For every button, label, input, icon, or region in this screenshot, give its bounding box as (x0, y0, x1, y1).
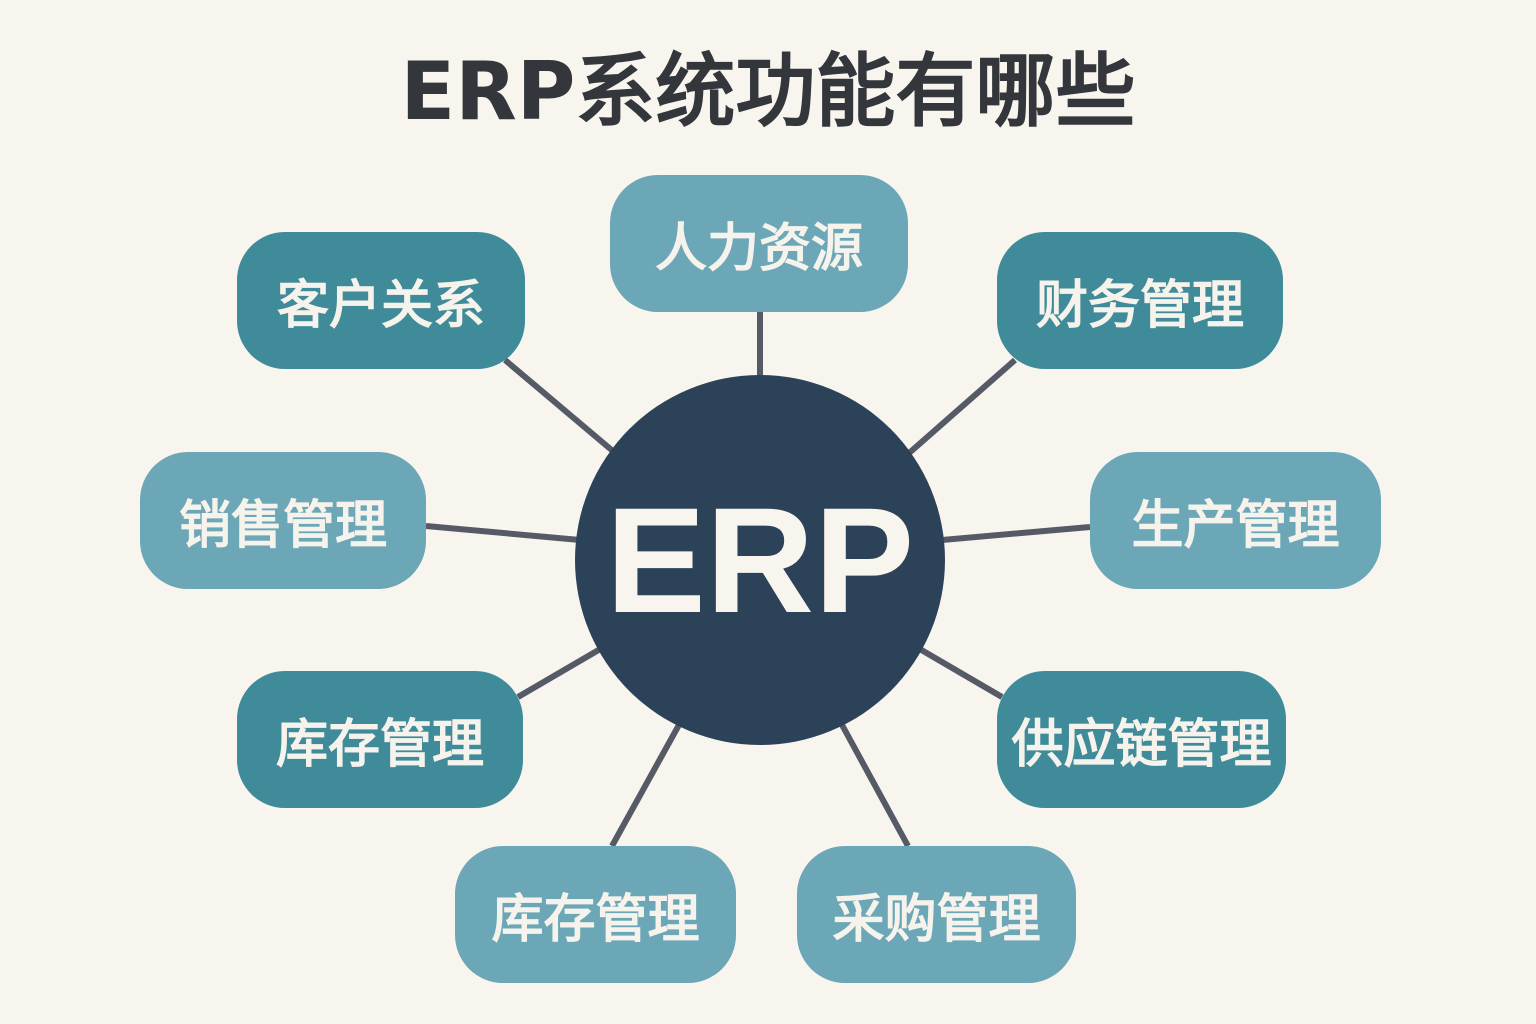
node-supply-chain: 供应链管理 (997, 671, 1286, 808)
connector-crm (503, 357, 616, 455)
connector-inventory-left (516, 645, 604, 700)
connector-sales (425, 523, 581, 543)
connector-inventory-bottom (609, 721, 683, 848)
node-customer-relations: 客户关系 (237, 232, 525, 369)
erp-hub: ERP (575, 375, 945, 745)
node-inventory-left: 库存管理 (237, 671, 523, 808)
connector-production (941, 524, 1091, 543)
node-finance: 财务管理 (997, 232, 1283, 369)
connector-procurement (838, 721, 911, 848)
node-production: 生产管理 (1090, 452, 1381, 589)
connector-supply-chain (916, 645, 1004, 700)
node-human-resources: 人力资源 (610, 175, 908, 312)
node-sales: 销售管理 (140, 452, 426, 589)
node-inventory-bottom: 库存管理 (455, 846, 736, 983)
diagram-title: ERP系统功能有哪些 (400, 45, 1136, 138)
connector-finance (906, 357, 1017, 457)
node-procurement: 采购管理 (797, 846, 1076, 983)
